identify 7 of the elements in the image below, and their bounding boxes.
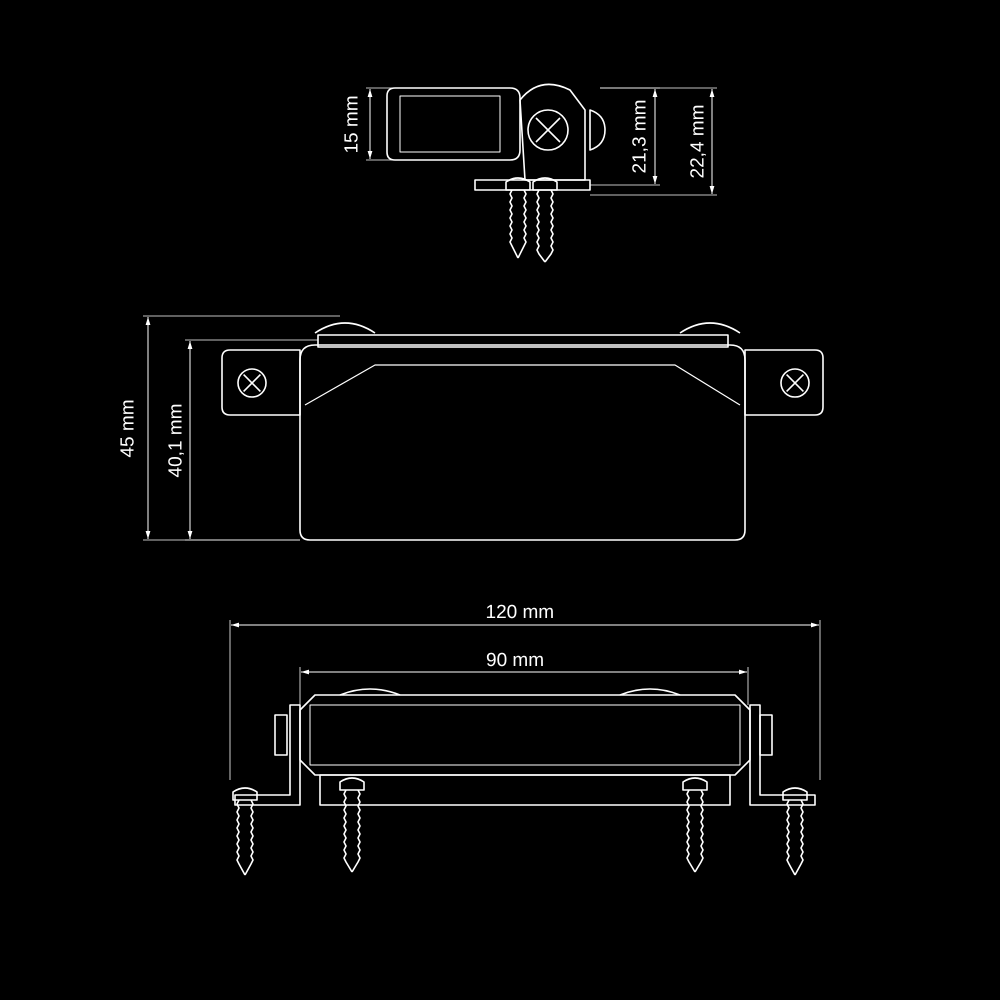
dimension-label: 90 mm — [486, 650, 544, 670]
dimension-label: 45 mm — [118, 398, 138, 458]
dimension-label: 21,3 mm — [630, 99, 650, 173]
dimension-label: 15 mm — [342, 94, 362, 154]
dimension-label: 40,1 mm — [166, 403, 186, 477]
dimension-label: 22,4 mm — [688, 104, 708, 178]
dimension-label: 120 mm — [486, 602, 554, 622]
